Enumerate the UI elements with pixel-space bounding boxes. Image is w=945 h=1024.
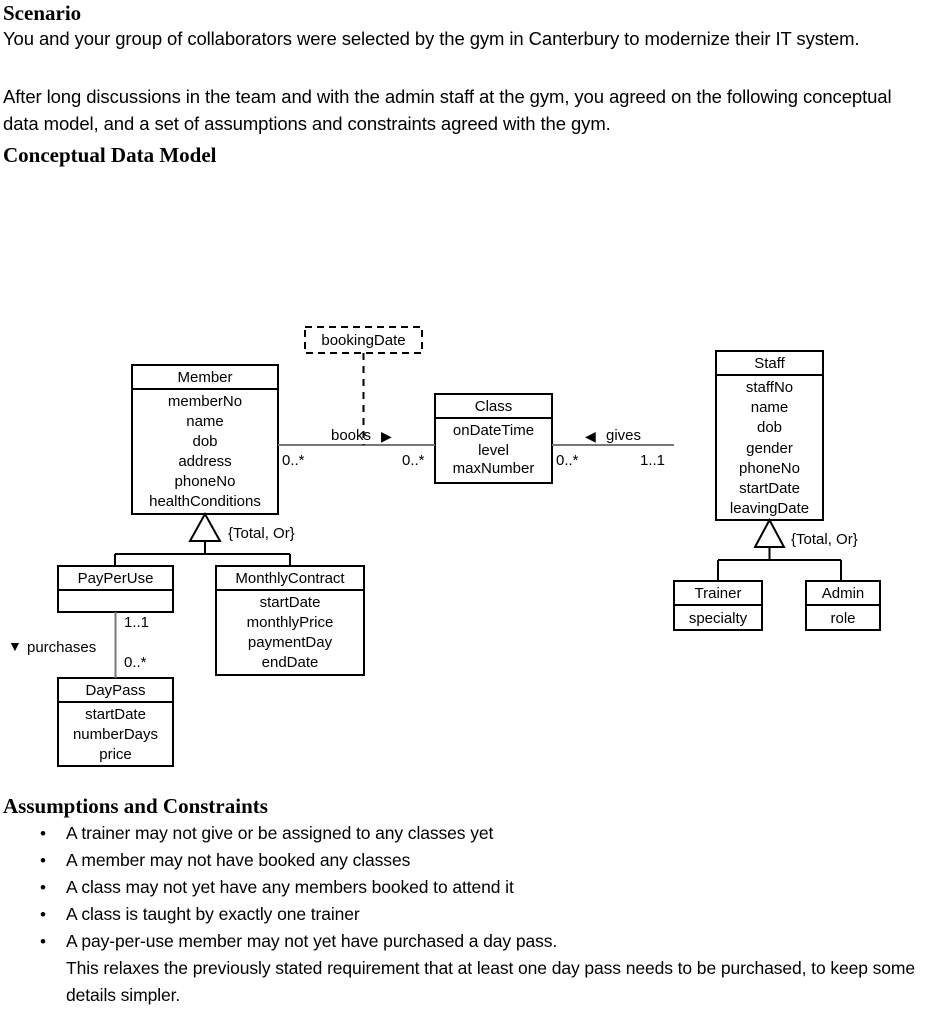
attribute-daypass-price: price [99, 746, 132, 763]
association-books[interactable]: 0..* 0..* books ▶ [278, 427, 435, 469]
uml-class-diagram: Staff staffNo name dob gender phoneNo st… [0, 170, 945, 795]
bullet-icon: • [40, 905, 46, 924]
class-box-payperuse[interactable]: PayPerUse [57, 565, 174, 613]
list-item: • A class is taught by exactly one train… [0, 901, 945, 928]
class-box-daypass[interactable]: DayPass startDate numberDays price [57, 677, 174, 767]
multiplicity-purchases-from: 1..1 [124, 614, 149, 631]
association-class-bookingdate[interactable]: bookingDate [304, 326, 423, 445]
attribute-member-dob: dob [192, 433, 217, 450]
association-gives[interactable]: 0..* 1..1 ◀ gives [552, 427, 674, 469]
class-name-admin: Admin [822, 585, 865, 602]
multiplicity-gives-to: 1..1 [640, 452, 665, 469]
direction-marker-gives: ◀ [585, 428, 596, 444]
multiplicity-purchases-to: 0..* [124, 654, 147, 671]
class-name-member: Member [177, 369, 232, 386]
attribute-daypass-startDate: startDate [85, 706, 146, 723]
attribute-staff-staffNo: staffNo [746, 379, 793, 396]
association-label-books: books [331, 427, 371, 444]
list-item-text: A class may not yet have any members boo… [66, 877, 514, 897]
class-name-staff: Staff [754, 355, 785, 372]
class-name-class: Class [475, 398, 513, 415]
attribute-monthlycontract-paymentDay: paymentDay [248, 634, 333, 651]
class-box-staff[interactable]: Staff staffNo name dob gender phoneNo st… [715, 350, 824, 521]
attribute-staff-dob: dob [757, 419, 782, 436]
class-name-daypass: DayPass [85, 682, 145, 699]
generalization-member: {Total, Or} [114, 511, 295, 566]
list-item: • A member may not have booked any class… [0, 847, 945, 874]
class-box-member[interactable]: Member memberNo name dob address phoneNo… [131, 364, 279, 515]
class-name-trainer: Trainer [695, 585, 742, 602]
class-box-trainer[interactable]: Trainer specialty [673, 580, 763, 631]
bullet-icon: • [40, 824, 46, 843]
attribute-class-maxNumber: maxNumber [453, 460, 535, 477]
assumptions-heading: Assumptions and Constraints [3, 794, 268, 818]
class-name-payperuse: PayPerUse [78, 570, 154, 587]
class-box-class[interactable]: Class onDateTime level maxNumber [434, 393, 553, 484]
multiplicity-books-to: 0..* [402, 452, 425, 469]
direction-marker-books: ▶ [381, 428, 392, 444]
attribute-daypass-numberDays: numberDays [73, 726, 158, 743]
generalization-staff: {Total, Or} [717, 517, 858, 581]
generalization-constraint-staff: {Total, Or} [791, 531, 858, 548]
attribute-member-address: address [178, 453, 231, 470]
class-box-monthlycontract[interactable]: MonthlyContract startDate monthlyPrice p… [215, 565, 365, 676]
multiplicity-gives-from: 0..* [556, 452, 579, 469]
attribute-staff-phoneNo: phoneNo [739, 460, 800, 477]
scenario-paragraph-2: After long discussions in the team and w… [3, 86, 892, 134]
class-box-admin[interactable]: Admin role [805, 580, 881, 631]
list-item: • A pay-per-use member may not yet have … [0, 928, 945, 1009]
attribute-staff-gender: gender [746, 440, 793, 457]
association-label-gives: gives [606, 427, 641, 444]
attribute-class-onDateTime: onDateTime [453, 422, 534, 439]
attribute-monthlycontract-endDate: endDate [262, 654, 319, 671]
conceptual-data-model-heading: Conceptual Data Model [3, 143, 217, 167]
attribute-member-memberNo: memberNo [168, 393, 242, 410]
attribute-staff-name: name [751, 399, 789, 416]
list-item-text: A trainer may not give or be assigned to… [66, 823, 494, 843]
attribute-trainer-specialty: specialty [689, 610, 748, 627]
attribute-member-phoneNo: phoneNo [175, 473, 236, 490]
association-label-purchases: purchases [27, 639, 96, 656]
bullet-icon: • [40, 878, 46, 897]
class-name-monthlycontract: MonthlyContract [235, 570, 345, 587]
attribute-staff-leavingDate: leavingDate [730, 500, 809, 517]
list-item-text: A member may not have booked any classes [66, 850, 411, 870]
association-class-name-bookingdate: bookingDate [321, 332, 405, 349]
direction-marker-purchases: ▼ [8, 638, 22, 654]
association-purchases[interactable]: 1..1 0..* ▼ purchases [8, 612, 149, 678]
scenario-heading: Scenario [3, 1, 82, 25]
attribute-monthlycontract-monthlyPrice: monthlyPrice [247, 614, 334, 631]
attribute-admin-role: role [830, 610, 855, 627]
attribute-member-healthConditions: healthConditions [149, 493, 261, 510]
generalization-constraint-member: {Total, Or} [228, 525, 295, 542]
bullet-icon: • [40, 851, 46, 870]
attribute-staff-startDate: startDate [739, 480, 800, 497]
assumptions-list: • A trainer may not give or be assigned … [0, 820, 945, 1009]
scenario-paragraph-1: You and your group of collaborators were… [3, 28, 860, 49]
attribute-monthlycontract-startDate: startDate [260, 594, 321, 611]
list-item: • A trainer may not give or be assigned … [0, 820, 945, 847]
bullet-icon: • [40, 932, 46, 951]
multiplicity-books-from: 0..* [282, 452, 305, 469]
list-item-text: A pay-per-use member may not yet have pu… [66, 931, 558, 951]
attribute-member-name: name [186, 413, 224, 430]
attribute-class-level: level [478, 442, 509, 459]
list-item: • A class may not yet have any members b… [0, 874, 945, 901]
list-item-text: A class is taught by exactly one trainer [66, 904, 360, 924]
list-item-continuation: This relaxes the previously stated requi… [66, 958, 916, 1005]
